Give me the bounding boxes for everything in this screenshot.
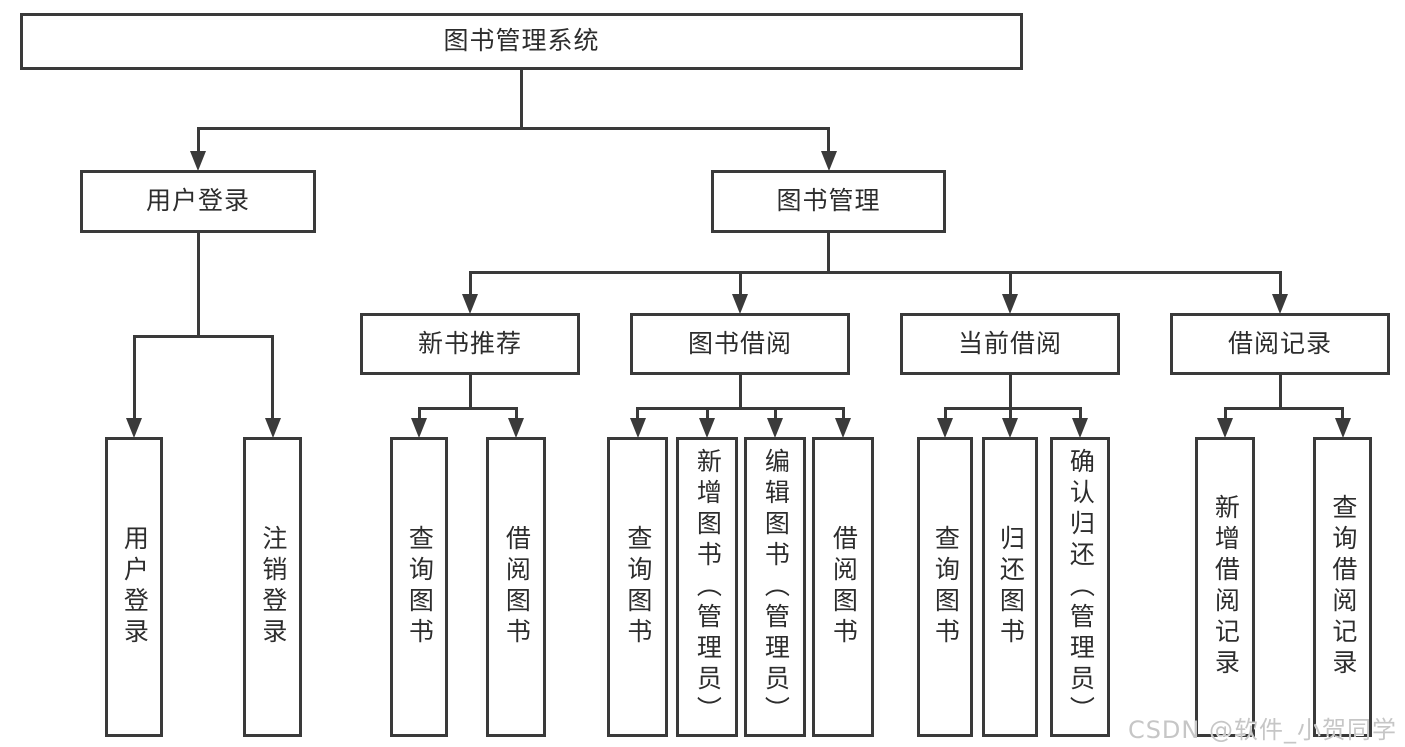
node-leaf-query-borrow-record: 查询借阅记录 — [1313, 437, 1372, 737]
arrow-down-icon — [508, 418, 524, 438]
connector-line — [1008, 271, 1012, 299]
connector-line — [417, 407, 421, 423]
connector-line — [468, 271, 472, 299]
node-label: 注销登录 — [258, 525, 288, 649]
node-leaf-query-book-1: 查询图书 — [390, 437, 448, 737]
connector-line — [1223, 407, 1227, 423]
node-label: 归还图书 — [996, 525, 1026, 649]
arrow-down-icon — [1272, 294, 1288, 314]
node-label: 查询图书 — [623, 525, 653, 649]
node-user-login: 用户登录 — [80, 170, 316, 233]
arrow-down-icon — [411, 418, 427, 438]
arrow-down-icon — [1217, 418, 1233, 438]
connector-line — [636, 407, 639, 423]
node-label: 图书借阅 — [687, 328, 792, 358]
node-current-borrow: 当前借阅 — [900, 313, 1120, 375]
node-leaf-edit-book: 编辑图书（管理员） — [744, 437, 806, 737]
arrow-down-icon — [126, 418, 142, 438]
node-book-borrow: 图书借阅 — [630, 313, 850, 375]
node-leaf-query-book-2: 查询图书 — [607, 437, 668, 737]
connector-line — [1278, 375, 1282, 410]
node-label: 借阅图书 — [502, 525, 532, 649]
node-label: 图书管理系统 — [443, 26, 600, 56]
connector-line — [1341, 407, 1344, 423]
arrow-down-icon — [937, 418, 953, 438]
arrow-down-icon — [1334, 418, 1351, 438]
connector-line — [520, 70, 523, 130]
connector-line — [705, 407, 709, 423]
node-leaf-add-borrow-record: 新增借阅记录 — [1195, 437, 1255, 737]
node-leaf-confirm-return: 确认归还（管理员） — [1050, 437, 1110, 737]
node-label: 编辑图书（管理员） — [761, 447, 791, 727]
node-label: 用户登录 — [120, 525, 150, 649]
node-leaf-add-book: 新增图书（管理员） — [676, 437, 738, 737]
arrow-down-icon — [190, 151, 206, 171]
connector-line — [773, 407, 777, 423]
node-label: 借阅记录 — [1227, 328, 1332, 358]
connector-line — [468, 271, 1282, 274]
node-label: 查询借阅记录 — [1328, 494, 1358, 680]
connector-line — [738, 271, 742, 299]
arrow-down-icon — [767, 418, 783, 438]
node-label: 新增借阅记录 — [1211, 494, 1241, 680]
connector-line — [943, 407, 1082, 410]
connector-line — [132, 335, 136, 423]
connector-line — [196, 127, 830, 130]
node-label: 图书管理 — [776, 186, 881, 216]
arrow-down-icon — [835, 418, 851, 438]
connector-line — [196, 127, 200, 156]
arrow-down-icon — [1002, 294, 1018, 314]
arrow-down-icon — [264, 418, 281, 438]
node-book-management: 图书管理 — [711, 170, 946, 233]
connector-line — [1278, 271, 1282, 299]
node-label: 借阅图书 — [829, 525, 859, 649]
node-leaf-user-login: 用户登录 — [105, 437, 163, 737]
node-root: 图书管理系统 — [20, 13, 1023, 70]
connector-line — [1008, 407, 1012, 423]
connector-line — [827, 127, 830, 156]
node-label: 新增图书（管理员） — [693, 447, 723, 727]
node-label: 确认归还（管理员） — [1066, 447, 1096, 727]
node-leaf-logout: 注销登录 — [243, 437, 302, 737]
connector-line — [196, 233, 200, 338]
arrow-down-icon — [732, 294, 748, 314]
connector-line — [514, 407, 518, 423]
node-leaf-query-book-3: 查询图书 — [917, 437, 973, 737]
node-label: 当前借阅 — [957, 328, 1062, 358]
arrow-down-icon — [629, 418, 646, 438]
node-new-book-recommend: 新书推荐 — [360, 313, 580, 375]
node-borrow-records: 借阅记录 — [1170, 313, 1390, 375]
connector-line — [943, 407, 947, 423]
connector-line — [1008, 375, 1012, 410]
node-leaf-return-book: 归还图书 — [982, 437, 1038, 737]
connector-line — [1078, 407, 1082, 423]
arrow-down-icon — [1002, 418, 1018, 438]
connector-line — [271, 335, 274, 423]
node-label: 查询图书 — [931, 525, 961, 649]
connector-line — [1223, 407, 1344, 410]
connector-line — [841, 407, 845, 423]
node-label: 查询图书 — [405, 525, 435, 649]
connector-line — [827, 233, 830, 274]
connector-line — [468, 375, 472, 410]
connector-line — [636, 407, 845, 410]
connector-line — [132, 335, 274, 338]
connector-line — [417, 407, 518, 410]
node-leaf-borrow-book-2: 借阅图书 — [812, 437, 874, 737]
watermark: CSDN @软件_小贺同学 — [1127, 716, 1397, 744]
arrow-down-icon — [699, 418, 715, 438]
arrow-down-icon — [820, 151, 837, 171]
arrow-down-icon — [1072, 418, 1088, 438]
arrow-down-icon — [462, 294, 478, 314]
node-label: 新书推荐 — [417, 328, 522, 358]
node-label: 用户登录 — [145, 186, 250, 216]
connector-line — [738, 375, 742, 410]
node-leaf-borrow-book-1: 借阅图书 — [486, 437, 546, 737]
